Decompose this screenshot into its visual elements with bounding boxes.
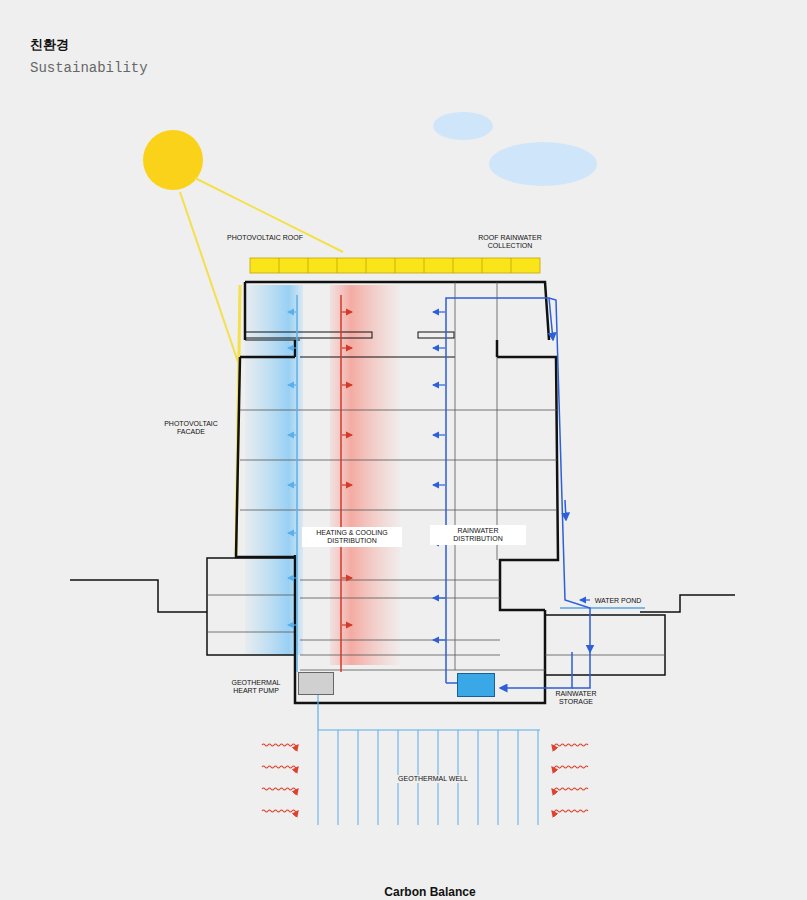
stroke	[288, 434, 296, 435]
stroke	[262, 744, 298, 746]
stroke	[337, 258, 338, 273]
stroke	[378, 730, 379, 825]
stroke	[511, 258, 512, 273]
title: 친환경	[30, 37, 69, 52]
stroke	[424, 258, 425, 273]
part-label: RAINWATER DISTRIBUTION	[430, 525, 526, 545]
stroke	[288, 311, 296, 312]
part-label: GEOTHERMAL WELL	[395, 775, 471, 783]
part-label: PHOTOVOLTAIC ROOF	[225, 234, 305, 242]
stroke	[342, 347, 352, 348]
stroke	[240, 460, 557, 461]
stroke	[518, 730, 519, 825]
node-label: RAINWATER STORAGE	[544, 690, 608, 706]
stroke	[552, 788, 588, 790]
stroke	[342, 484, 352, 485]
stroke	[433, 347, 445, 348]
stroke	[342, 577, 352, 578]
stroke	[433, 434, 445, 435]
stroke	[288, 532, 296, 533]
stroke	[288, 624, 296, 625]
stroke	[552, 766, 588, 768]
stroke	[318, 730, 319, 825]
subtitle: Sustainability	[30, 60, 230, 76]
stroke	[433, 311, 445, 312]
stroke	[262, 788, 298, 790]
stroke	[433, 597, 445, 598]
heat-pump-box: GEOTHERMAL HEART PUMP	[298, 672, 334, 695]
part-label: PHOTOVOLTAIC FACADE	[150, 420, 232, 436]
stroke	[552, 744, 588, 746]
stroke	[342, 384, 352, 385]
stroke	[433, 639, 445, 640]
stroke	[300, 598, 500, 599]
stroke	[366, 258, 367, 273]
stroke	[279, 258, 280, 273]
stroke	[478, 730, 479, 825]
node-label: GEOTHERMAL HEART PUMP	[221, 679, 291, 695]
stroke	[300, 580, 500, 581]
stroke	[240, 410, 557, 411]
stroke	[552, 810, 588, 812]
stroke	[433, 484, 445, 485]
stroke	[433, 384, 445, 385]
stroke	[300, 655, 500, 656]
stroke	[308, 258, 309, 273]
stroke	[262, 766, 298, 768]
stroke	[288, 577, 296, 578]
stroke	[453, 258, 454, 273]
stroke	[358, 730, 359, 825]
stroke	[342, 311, 352, 312]
stroke	[342, 624, 352, 625]
part-label: WATER POND	[586, 597, 650, 605]
caption: Carbon Balance	[330, 885, 530, 899]
stroke	[395, 258, 396, 273]
stroke	[538, 730, 539, 825]
stroke	[482, 258, 483, 273]
stroke	[288, 384, 296, 385]
stroke	[342, 434, 352, 435]
part-label: HEATING & COOLING DISTRIBUTION	[302, 527, 402, 547]
stroke	[288, 347, 296, 348]
stroke	[300, 640, 500, 641]
stroke	[498, 730, 499, 825]
part-label: ROOF RAINWATER COLLECTION	[465, 234, 555, 250]
stroke	[288, 484, 296, 485]
stroke	[240, 510, 557, 511]
stroke	[338, 730, 339, 825]
storage-tank: RAINWATER STORAGE	[457, 673, 495, 697]
stroke	[262, 810, 298, 812]
